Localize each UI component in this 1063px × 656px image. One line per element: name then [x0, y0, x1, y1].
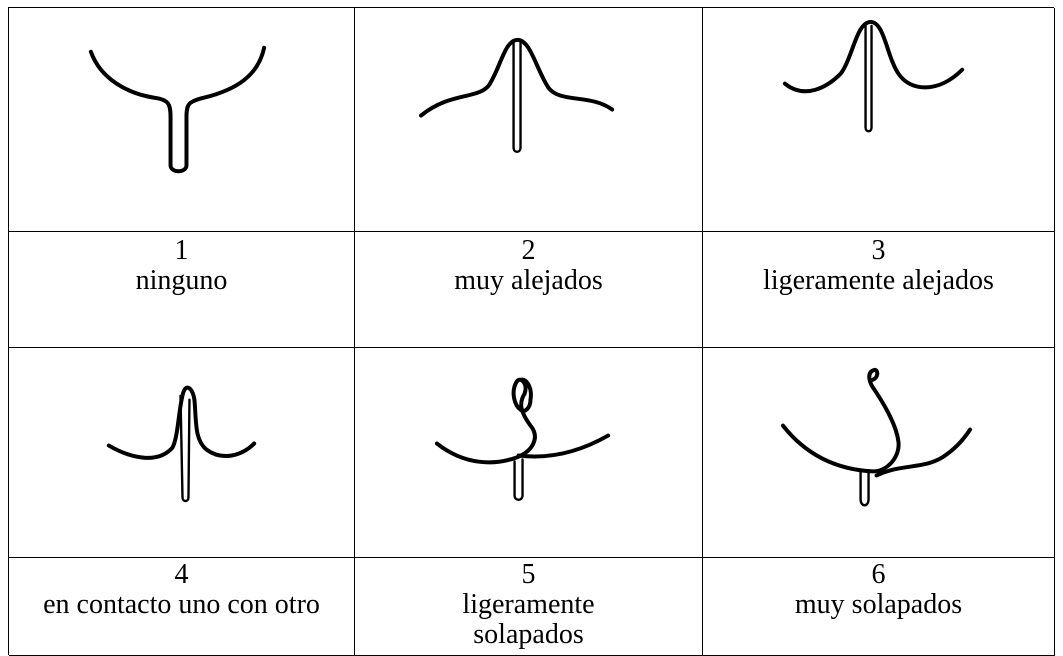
drawing-cell-2	[355, 8, 703, 232]
drawing-cell-4	[9, 348, 355, 558]
label-cell-5: 5 ligeramente solapados	[355, 558, 703, 656]
item-label: ligeramente alejados	[763, 265, 994, 296]
drawing-cell-3	[703, 8, 1055, 232]
item-label: ligeramente solapados	[462, 589, 595, 650]
item-number: 6	[871, 559, 886, 590]
item-label: ninguno	[135, 265, 228, 296]
item-number: 1	[174, 235, 189, 266]
drawing-2-muy-alejados	[418, 37, 615, 154]
drawing-cell-6	[703, 348, 1055, 558]
label-cell-3: 3 ligeramente alejados	[703, 232, 1055, 348]
drawing-4-en-contacto	[106, 385, 257, 503]
item-number: 4	[174, 559, 189, 590]
item-label: en contacto uno con otro	[43, 589, 320, 620]
item-label: muy solapados	[794, 589, 963, 620]
label-cell-1: 1 ninguno	[9, 232, 355, 348]
item-number: 2	[521, 235, 536, 266]
item-number: 5	[521, 559, 536, 590]
drawing-3-ligeramente-alejados	[782, 19, 965, 133]
comparison-table: 1 ninguno 2 muy alejados 3 ligeramente a…	[8, 7, 1055, 656]
drawing-6-muy-solapados	[780, 367, 973, 507]
drawing-cell-1	[9, 8, 355, 232]
drawing-1-ninguno	[88, 45, 267, 174]
label-cell-4: 4 en contacto uno con otro	[9, 558, 355, 656]
drawing-5-ligeramente-solapados	[434, 377, 611, 501]
drawing-cell-5	[355, 348, 703, 558]
item-number: 3	[871, 235, 886, 266]
label-cell-6: 6 muy solapados	[703, 558, 1055, 656]
label-cell-2: 2 muy alejados	[355, 232, 703, 348]
item-label: muy alejados	[454, 265, 603, 296]
